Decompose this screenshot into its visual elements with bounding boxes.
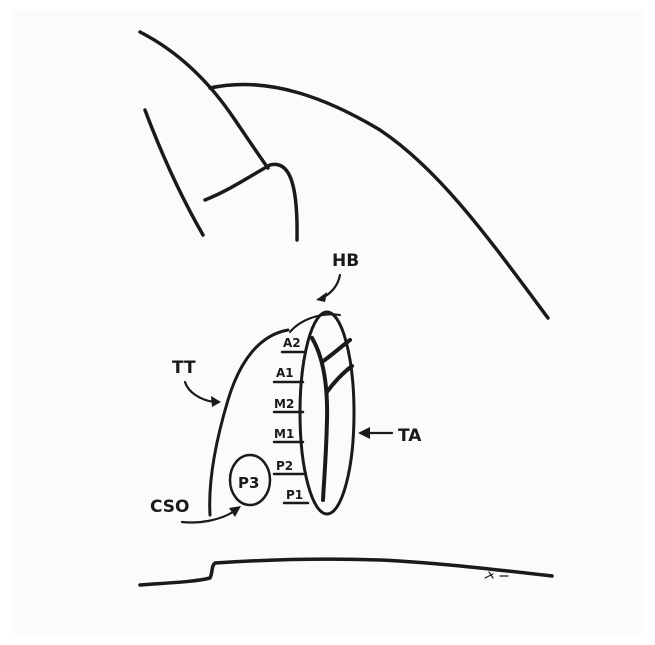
label-ta: TA [398, 426, 422, 446]
label-cso: CSO [150, 497, 190, 517]
label-hb: HB [332, 251, 359, 271]
segment-label-a1: A1 [276, 366, 294, 380]
label-p3: P3 [238, 474, 259, 492]
segment-label-m1: M1 [274, 427, 294, 441]
segment-label-m2: M2 [274, 397, 294, 411]
label-tt: TT [172, 358, 196, 378]
segment-label-a2: A2 [283, 336, 301, 350]
segment-label-p1: P1 [286, 488, 303, 502]
segment-label-p2: P2 [276, 459, 293, 473]
